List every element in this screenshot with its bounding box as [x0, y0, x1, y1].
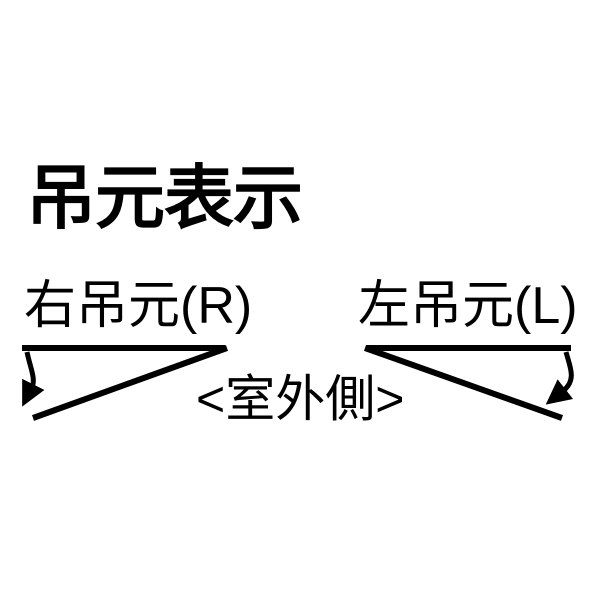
- left-hinge-diagram: [363, 345, 574, 421]
- swing-arrow-icon: [545, 351, 574, 405]
- door-open-line: [31, 345, 229, 421]
- outdoor-side-label: <室外側>: [196, 371, 405, 427]
- right-hinge-label: 右吊元(R): [24, 277, 253, 335]
- swing-arrow-icon: [22, 351, 45, 407]
- page-title: 吊元表示: [26, 159, 303, 237]
- right-hinge-diagram: [22, 345, 229, 421]
- door-open-line: [363, 345, 564, 421]
- left-hinge-label: 左吊元(L): [358, 277, 578, 335]
